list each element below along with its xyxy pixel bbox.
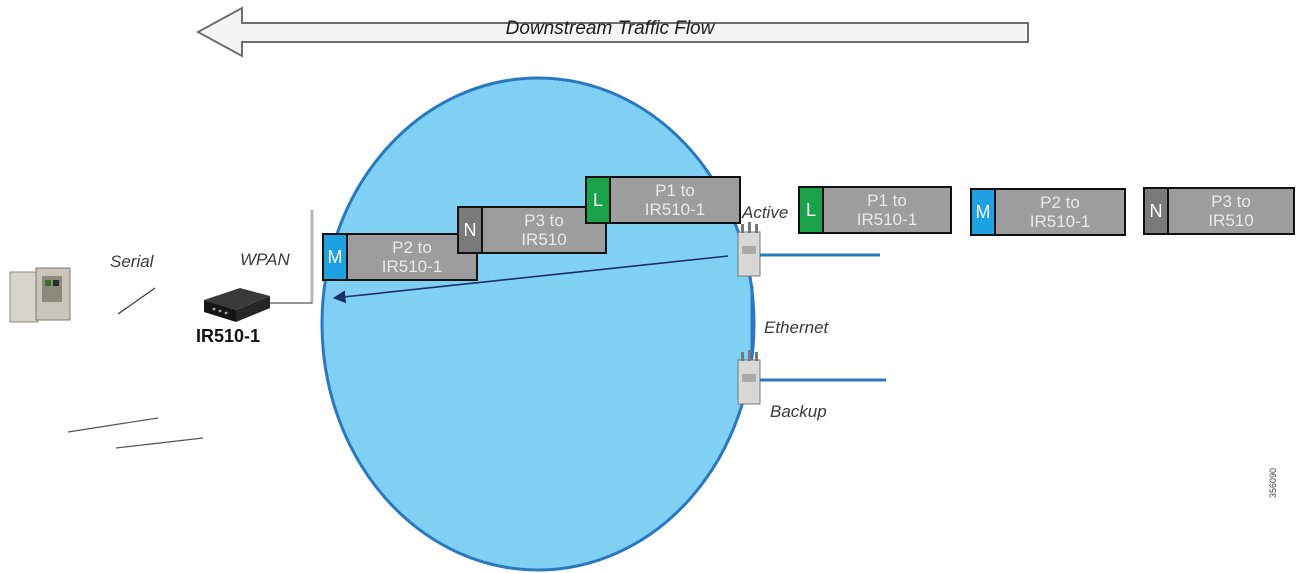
queued-packet-p3: N P3 to IR510 [1143, 187, 1295, 235]
packet-line1: P3 to [524, 211, 564, 230]
packet-line1: P2 to [1040, 193, 1080, 212]
packet-line2: IR510-1 [856, 210, 918, 229]
ethernet-label: Ethernet [764, 318, 829, 337]
packet-body: P1 to IR510-1 [611, 178, 739, 222]
packet-tag: M [972, 190, 996, 234]
packet-line1: P1 to [867, 191, 907, 210]
packet-line2: IR510 [521, 230, 567, 249]
packet-body: P2 to IR510-1 [996, 190, 1124, 234]
packet-body: P3 to IR510 [1169, 189, 1293, 233]
serial-link-line [117, 287, 156, 315]
packet-tag: L [587, 178, 611, 222]
figure-id: 356090 [1268, 467, 1278, 498]
mesh-packet-p2: M P2 to IR510-1 [322, 233, 478, 281]
packet-line2: IR510-1 [1029, 212, 1091, 231]
packet-line1: P2 to [392, 238, 432, 257]
meter-cabinet-icon [9, 267, 71, 323]
mesh-packet-p1: L P1 to IR510-1 [585, 176, 741, 224]
queued-packet-p1: L P1 to IR510-1 [798, 186, 952, 234]
packet-line2: IR510-1 [381, 257, 443, 276]
queued-packet-p2: M P2 to IR510-1 [970, 188, 1126, 236]
downstream-flow-label: Downstream Traffic Flow [505, 18, 715, 39]
packet-line1: P3 to [1211, 192, 1251, 211]
packet-line1: P1 to [655, 181, 695, 200]
packet-body: P1 to IR510-1 [824, 188, 950, 232]
packet-tag: L [800, 188, 824, 232]
serial-label: Serial [110, 252, 154, 271]
downstream-flow-arrow [195, 6, 1029, 58]
packet-body: P3 to IR510 [483, 208, 605, 252]
ir510-router-icon [204, 288, 270, 322]
mesh-network-ellipse [320, 76, 756, 572]
device-name-label: IR510-1 [196, 326, 261, 346]
downstream-path-arrow [332, 255, 729, 304]
packet-tag: N [459, 208, 483, 252]
decorative-line [115, 437, 204, 449]
backup-access-point-icon [737, 350, 761, 405]
packet-line2: IR510 [1208, 211, 1254, 230]
packet-tag: N [1145, 189, 1169, 233]
packet-body: P2 to IR510-1 [348, 235, 476, 279]
mesh-packet-p3: N P3 to IR510 [457, 206, 607, 254]
active-label: Active [742, 203, 789, 222]
backup-label: Backup [770, 402, 827, 421]
packet-tag: M [324, 235, 348, 279]
packet-line2: IR510-1 [644, 200, 706, 219]
decorative-line [67, 417, 159, 433]
wpan-label: WPAN [240, 250, 290, 269]
active-access-point-icon [737, 222, 761, 277]
